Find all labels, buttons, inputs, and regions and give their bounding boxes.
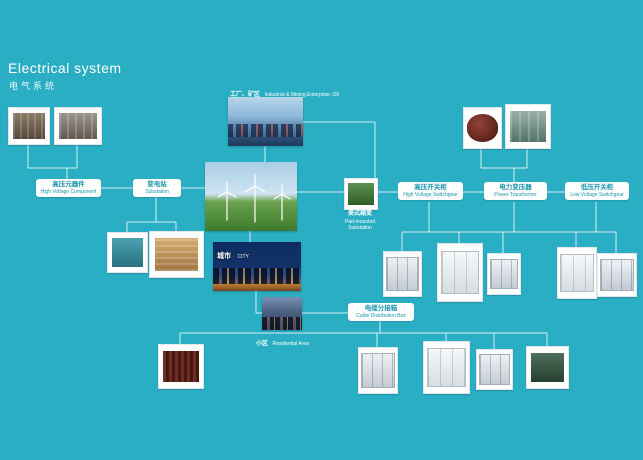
page-subtitle: 电气系统 [9, 81, 58, 91]
switchgear-cabinet-image-3 [489, 258, 519, 290]
factory-caption-zh: 工厂、矿区 [230, 92, 261, 98]
label-high-voltage-switchgear: 高压开关柜 High Voltage Switchgear [398, 182, 463, 201]
distribution-cabinet-image-2 [427, 348, 466, 387]
factory-image [228, 97, 303, 146]
switchgear-cabinet-photo-5 [597, 253, 637, 297]
city-image: 城市 CITY [213, 242, 301, 291]
residential-caption-zh: 小区 [256, 341, 269, 347]
oil-transformer-image [467, 113, 498, 143]
page-title: Electrical system [8, 60, 122, 76]
wind-turbines-icon [217, 174, 291, 223]
distribution-cabinet-image-1 [361, 353, 395, 388]
prefab-substation-image [111, 238, 144, 267]
pad-mounted-caption: 美式箱变 Pad-mounted Substation [336, 211, 384, 231]
switchgear-cabinet-image-1 [386, 257, 419, 291]
pad-mounted-transformer-image [347, 183, 375, 205]
label-low-voltage-switchgear: 低压开关柜 Low Voltage Switchgear [565, 182, 629, 201]
switchgear-cabinet-photo-4 [557, 247, 597, 299]
switchgear-cabinet-photo-1 [383, 251, 422, 297]
residential-caption-en: Residential Area [272, 341, 309, 347]
distribution-cabinet-photo-3 [476, 349, 513, 390]
switchgear-cabinet-image-5 [600, 258, 634, 292]
residential-caption: 小区 Residential Area [256, 332, 326, 350]
hv-breaker-photo [8, 107, 50, 145]
factory-photo [228, 97, 303, 146]
distribution-transformer-photo [158, 344, 204, 389]
oil-transformer-photo [463, 107, 502, 149]
prefab-substation-photo [107, 232, 148, 273]
label-high-voltage-component: 高压元器件 High Voltage Component [36, 179, 101, 198]
residential-photo [262, 297, 302, 330]
switchgear-cabinet-photo-3 [487, 253, 521, 295]
switchgear-cabinet-image-4 [560, 254, 594, 292]
city-caption: 城市 CITY [217, 245, 249, 263]
distribution-cabinet-photo-4 [526, 346, 569, 389]
city-caption-zh: 城市 [217, 253, 231, 260]
dry-transformer-photo [505, 104, 551, 149]
wind-farm-photo [205, 162, 297, 231]
container-substation-photo [149, 231, 204, 278]
hv-breaker-image [12, 113, 46, 139]
city-photo: 城市 CITY [213, 242, 301, 291]
city-caption-en: CITY [237, 254, 249, 260]
hv-insulator-photo [54, 107, 102, 145]
container-substation-image [154, 238, 199, 271]
switchgear-cabinet-image-2 [440, 250, 480, 295]
label-substation: 变电站 Substation [133, 179, 181, 198]
hv-insulator-image [59, 113, 97, 139]
label-power-transformer: 电力变压器 Power Transformer [484, 182, 547, 201]
pad-mounted-caption-zh: 美式箱变 [347, 211, 372, 217]
switchgear-cabinet-photo-2 [437, 243, 483, 302]
distribution-cabinet-photo-1 [358, 347, 398, 394]
wind-farm-image [205, 162, 297, 231]
distribution-cabinet-image-4 [530, 352, 565, 383]
distribution-transformer-image [162, 351, 200, 382]
residential-image [262, 297, 302, 330]
pad-mounted-transformer-photo [344, 178, 378, 210]
pad-mounted-caption-en: Pad-mounted Substation [344, 218, 376, 232]
distribution-cabinet-image-3 [479, 354, 510, 385]
dry-transformer-image [509, 111, 547, 142]
label-cable-distribution-box: 电缆分接箱 Cable Distribution Box [348, 303, 414, 322]
distribution-cabinet-photo-2 [423, 341, 470, 394]
